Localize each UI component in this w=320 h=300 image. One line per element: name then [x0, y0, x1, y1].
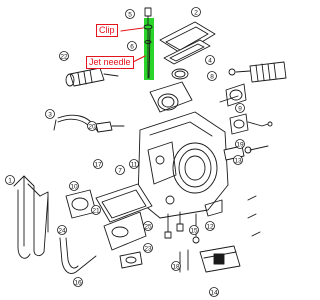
fitting-part	[223, 145, 269, 161]
svg-text:24: 24	[58, 228, 66, 235]
hose-fitting-part	[95, 121, 125, 133]
svg-text:17: 17	[94, 162, 102, 169]
part-label-19: 19	[235, 139, 245, 149]
throttle-pulley-part	[219, 83, 247, 107]
part-label-10: 10	[69, 181, 79, 191]
svg-text:6: 6	[130, 44, 134, 51]
part-label-18: 18	[171, 261, 181, 271]
svg-text:20: 20	[88, 124, 96, 131]
cover-plate-part	[159, 21, 216, 65]
part-label-12: 12	[205, 221, 215, 231]
part-label-14: 14	[209, 287, 219, 297]
o-ring-part	[171, 68, 189, 80]
part-label-20: 20	[87, 121, 97, 131]
part-label-25: 25	[143, 221, 153, 231]
svg-text:19: 19	[236, 142, 244, 149]
part-label-13: 13	[233, 155, 243, 165]
part-labels: 5 6 2 22 4 8 9 3 20 19 13 17 7 11 1 10 2…	[5, 7, 245, 297]
svg-text:1: 1	[8, 178, 12, 185]
part-label-21: 21	[91, 205, 101, 215]
svg-text:10: 10	[70, 184, 78, 191]
slide-housing-part	[149, 81, 193, 113]
float-part	[65, 189, 97, 219]
svg-text:25: 25	[144, 224, 152, 231]
svg-text:23: 23	[144, 246, 152, 253]
clip-part	[143, 7, 153, 30]
accel-pump-part	[119, 251, 143, 269]
drain-bolt-part	[199, 245, 241, 273]
jet-needle-part	[144, 29, 152, 79]
clip-callout: Clip	[96, 24, 118, 37]
svg-text:13: 13	[234, 158, 242, 165]
svg-text:8: 8	[210, 74, 214, 81]
svg-text:14: 14	[210, 290, 218, 297]
part-label-5: 5	[125, 9, 135, 19]
svg-text:5: 5	[128, 12, 132, 19]
svg-text:22: 22	[60, 54, 68, 61]
part-label-4: 4	[205, 55, 215, 65]
svg-text:11: 11	[131, 162, 138, 169]
carburetor-body-part	[137, 111, 229, 219]
lower-hose-part	[59, 237, 97, 274]
svg-text:3: 3	[48, 112, 52, 119]
part-label-15: 15	[189, 225, 199, 235]
plunger-knob-part	[228, 61, 287, 83]
svg-text:2: 2	[194, 10, 198, 17]
part-label-23: 23	[143, 243, 153, 253]
part-label-2: 2	[191, 7, 201, 17]
part-label-22: 22	[59, 51, 69, 61]
svg-text:15: 15	[190, 228, 198, 235]
sensor-part	[229, 113, 273, 135]
float-bowl-part	[95, 183, 153, 251]
part-label-3: 3	[45, 109, 55, 119]
jet-needle-highlight	[144, 18, 154, 80]
jet-needle-callout: Jet needle	[86, 56, 134, 69]
part-label-16: 16	[73, 277, 83, 287]
svg-text:18: 18	[172, 264, 180, 271]
idle-screw-part	[65, 67, 119, 87]
svg-text:16: 16	[74, 280, 82, 287]
part-label-9: 9	[235, 103, 245, 113]
part-label-11: 11	[129, 159, 139, 169]
carburetor-exploded-diagram: 5 6 2 22 4 8 9 3 20 19 13 17 7 11 1 10 2…	[5, 7, 287, 297]
svg-text:7: 7	[118, 168, 122, 175]
part-label-24: 24	[57, 225, 67, 235]
part-label-7: 7	[115, 165, 125, 175]
part-label-8: 8	[207, 71, 217, 81]
vent-hose-part	[13, 175, 49, 259]
svg-text:12: 12	[206, 224, 214, 231]
part-label-1: 1	[5, 175, 15, 185]
svg-text:21: 21	[92, 208, 100, 215]
part-label-17: 17	[93, 159, 103, 169]
svg-text:9: 9	[238, 106, 242, 113]
svg-text:4: 4	[208, 58, 212, 65]
part-label-6: 6	[127, 41, 137, 51]
